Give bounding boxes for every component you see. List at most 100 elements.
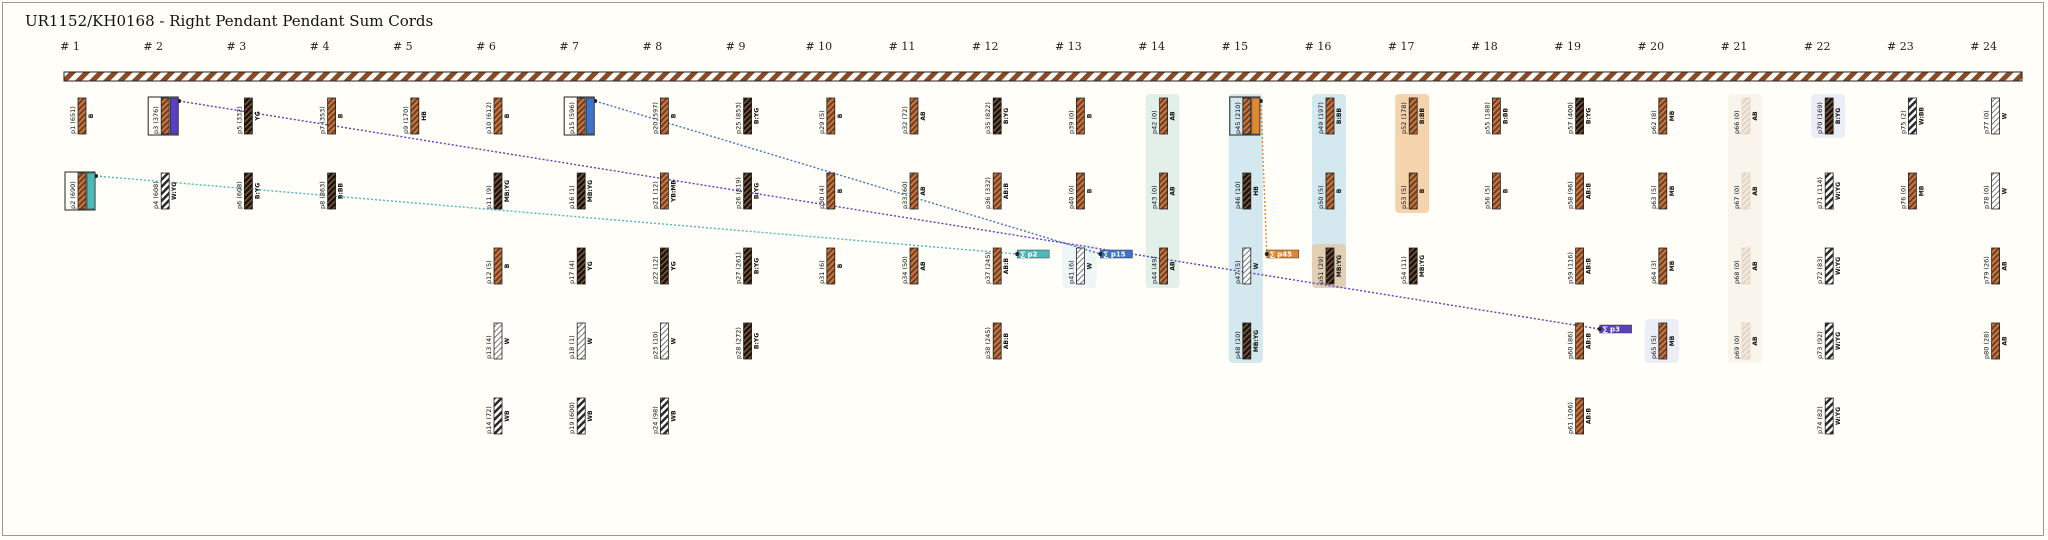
pendant-cord-p40[interactable]: p40 (0)B [1067,172,1093,210]
pendant-cord-p68[interactable]: p68 (0)AB [1733,247,1759,285]
pendant-cord-p59[interactable]: p59 (116)AB:B [1567,247,1593,285]
pendant-cord-p23[interactable]: p23 (10)W [651,322,677,360]
pendant-cord-p36[interactable]: p36 (332)AB:B [984,172,1010,210]
cord-label: p19 (600) [568,402,576,434]
pendant-cord-p80[interactable]: p80 (28)AB [1983,322,2009,360]
pendant-cord-p14[interactable]: p14 (72)WB [485,397,511,435]
pendant-cord-p55[interactable]: p55 (188)B:BB [1483,97,1509,135]
pendant-cord-p26[interactable]: p26 (819)B:YG [735,172,761,210]
pendant-cord-p46[interactable]: p46 (10)HB [1234,172,1260,210]
pendant-cord-p9[interactable]: p9 (170)HB [402,97,428,135]
pendant-cord-p75[interactable]: p75 (2)W:BB [1899,97,1925,135]
pendant-cord-p66[interactable]: p66 (0)AB [1733,97,1759,135]
pendant-cord-p38[interactable]: p38 (245)AB:B [984,322,1010,360]
cord-strand [1824,97,1834,135]
pendant-cord-p33[interactable]: p33 (60)AB [901,172,927,210]
pendant-cord-p35[interactable]: p35 (822)B:YG [984,97,1010,135]
pendant-cord-p76[interactable]: p76 (0)MB [1899,172,1925,210]
pendant-cord-p53[interactable]: p53 (5)B [1400,172,1426,210]
pendant-cord-p58[interactable]: p58 (96)AB:B [1567,172,1593,210]
pendant-cord-p54[interactable]: p54 (11)MB:YG [1400,247,1426,285]
pendant-cord-p18[interactable]: p18 (1)W [568,322,594,360]
pendant-cord-p10[interactable]: p10 (612)B [485,97,511,135]
cord-strand [660,247,669,285]
cord-color-label: AB:B [1586,257,1593,274]
pendant-cord-p41[interactable]: p41 (6)W [1067,247,1093,285]
pendant-cord-p1[interactable]: p1 (651)B [69,97,95,135]
pendant-cord-p79[interactable]: p79 (26)AB [1983,247,2009,285]
pendant-cord-p29[interactable]: p29 (5)B [818,97,844,135]
pendant-cord-p7[interactable]: p7 (353)B [319,97,345,135]
pendant-cord-p78[interactable]: p78 (0)W [1983,172,2009,210]
pendant-cord-p31[interactable]: p31 (6)B [818,247,844,285]
pendant-cord-p11[interactable]: p11 (9)MB:YG [485,172,511,210]
pendant-cord-p47[interactable]: p47 (5)W [1234,247,1260,285]
pendant-cord-p44[interactable]: p44 (49)AB [1151,247,1177,285]
sum-tag[interactable]: ∑ p45 [1264,249,1300,259]
pendant-cord-p63[interactable]: p63 (5)MB [1650,172,1676,210]
pendant-cord-p70[interactable]: p70 (169)B:YG [1816,97,1842,135]
pendant-cord-p24[interactable]: p24 (98)WB [651,397,677,435]
cord-label: p78 (0) [1983,185,1991,209]
cord-label: p36 (332) [984,177,992,209]
cord-color-label: B [1419,188,1426,193]
pendant-cord-p67[interactable]: p67 (0)AB [1733,172,1759,210]
cord-strand [826,172,836,210]
pendant-cord-p39[interactable]: p39 (0)B [1067,97,1093,135]
pendant-cord-p65[interactable]: p65 (5)MB [1650,322,1676,360]
pendant-cord-p60[interactable]: p60 (86)AB:B [1567,322,1593,360]
pendant-cord-p49[interactable]: p49 (197)B:BB [1317,97,1343,135]
pendant-cord-p6[interactable]: p6 (608)B:YG [235,172,261,210]
pendant-cord-p51[interactable]: p51 (29)MB:YG [1317,247,1343,285]
cord-strand [1575,397,1584,435]
cord-strand [576,397,586,435]
cord-color-label: WB [670,410,677,422]
pendant-cord-p22[interactable]: p22 (12)YG [651,247,677,285]
cord-label: p62 (8) [1650,110,1658,134]
pendant-cord-p8[interactable]: p8 (863)B:BB [319,172,345,210]
cord-label: p20 (597) [651,102,659,134]
pendant-cord-p21[interactable]: p21 (12)YB:MB [651,172,677,210]
pendant-cord-p64[interactable]: p64 (3)MB [1650,247,1676,285]
cord-label: p2 (690) [69,181,77,209]
pendant-cord-p52[interactable]: p52 (178)B:BB [1400,97,1426,135]
pendant-cord-p43[interactable]: p43 (0)AB [1151,172,1177,210]
cord-strand [1492,97,1501,135]
pendant-cord-p37[interactable]: p37 (245)AB:B [984,247,1010,285]
pendant-cord-p69[interactable]: p69 (0)AB [1733,322,1759,360]
sum-tag[interactable]: ∑ p3 [1597,324,1632,334]
pendant-cord-p28[interactable]: p28 (272)B:YG [735,322,761,360]
cord-label: p40 (0) [1067,185,1075,209]
pendant-cord-p19[interactable]: p19 (600)WB [568,397,594,435]
pendant-cord-p13[interactable]: p13 (4)W [485,322,511,360]
sum-tag[interactable]: ∑ p15 [1098,249,1133,259]
sum-tag[interactable]: ∑ p2 [1015,249,1050,259]
cord-strand [493,247,503,285]
pendant-cord-p73[interactable]: p73 (92)W:YG [1816,322,1842,360]
pendant-cord-p27[interactable]: p27 (261)B:YG [735,247,761,285]
pendant-cord-p56[interactable]: p56 (5)B [1483,172,1509,210]
pendant-cord-p71[interactable]: p71 (114)W:YG [1816,172,1842,210]
pendant-cord-p16[interactable]: p16 (1)MB:YG [568,172,594,210]
pendant-cord-p5[interactable]: p5 (332)YG [235,97,261,135]
pendant-cord-p4[interactable]: p4 (608)W:YG [152,172,178,210]
pendant-cord-p72[interactable]: p72 (83)W:YG [1816,247,1842,285]
pendant-cord-p57[interactable]: p57 (400)B:YG [1567,97,1593,135]
pendant-cord-p25[interactable]: p25 (853)B:YG [735,97,761,135]
pendant-cord-p42[interactable]: p42 (0)AB [1151,97,1177,135]
pendant-cord-p32[interactable]: p32 (72)AB [901,97,927,135]
pendant-cord-p50[interactable]: p50 (5)B [1317,172,1343,210]
pendant-cord-p30[interactable]: p30 (4)B [818,172,844,210]
pendant-cord-p34[interactable]: p34 (50)AB [901,247,927,285]
pendant-cord-p17[interactable]: p17 (4)YG [568,247,594,285]
cord-strand [660,322,669,360]
pendant-cord-p77[interactable]: p77 (0)W [1983,97,2009,135]
cord-strand [743,97,752,135]
pendant-cord-p48[interactable]: p48 (10)MB:YG [1234,322,1260,360]
pendant-cord-p61[interactable]: p61 (106)AB:B [1567,397,1593,435]
pendant-cord-p74[interactable]: p74 (82)W:YG [1816,397,1842,435]
cord-strand [1908,97,1917,135]
pendant-cord-p62[interactable]: p62 (8)MB [1650,97,1676,135]
pendant-cord-p12[interactable]: p12 (5)B [485,247,511,285]
pendant-cord-p20[interactable]: p20 (597)B [651,97,677,135]
